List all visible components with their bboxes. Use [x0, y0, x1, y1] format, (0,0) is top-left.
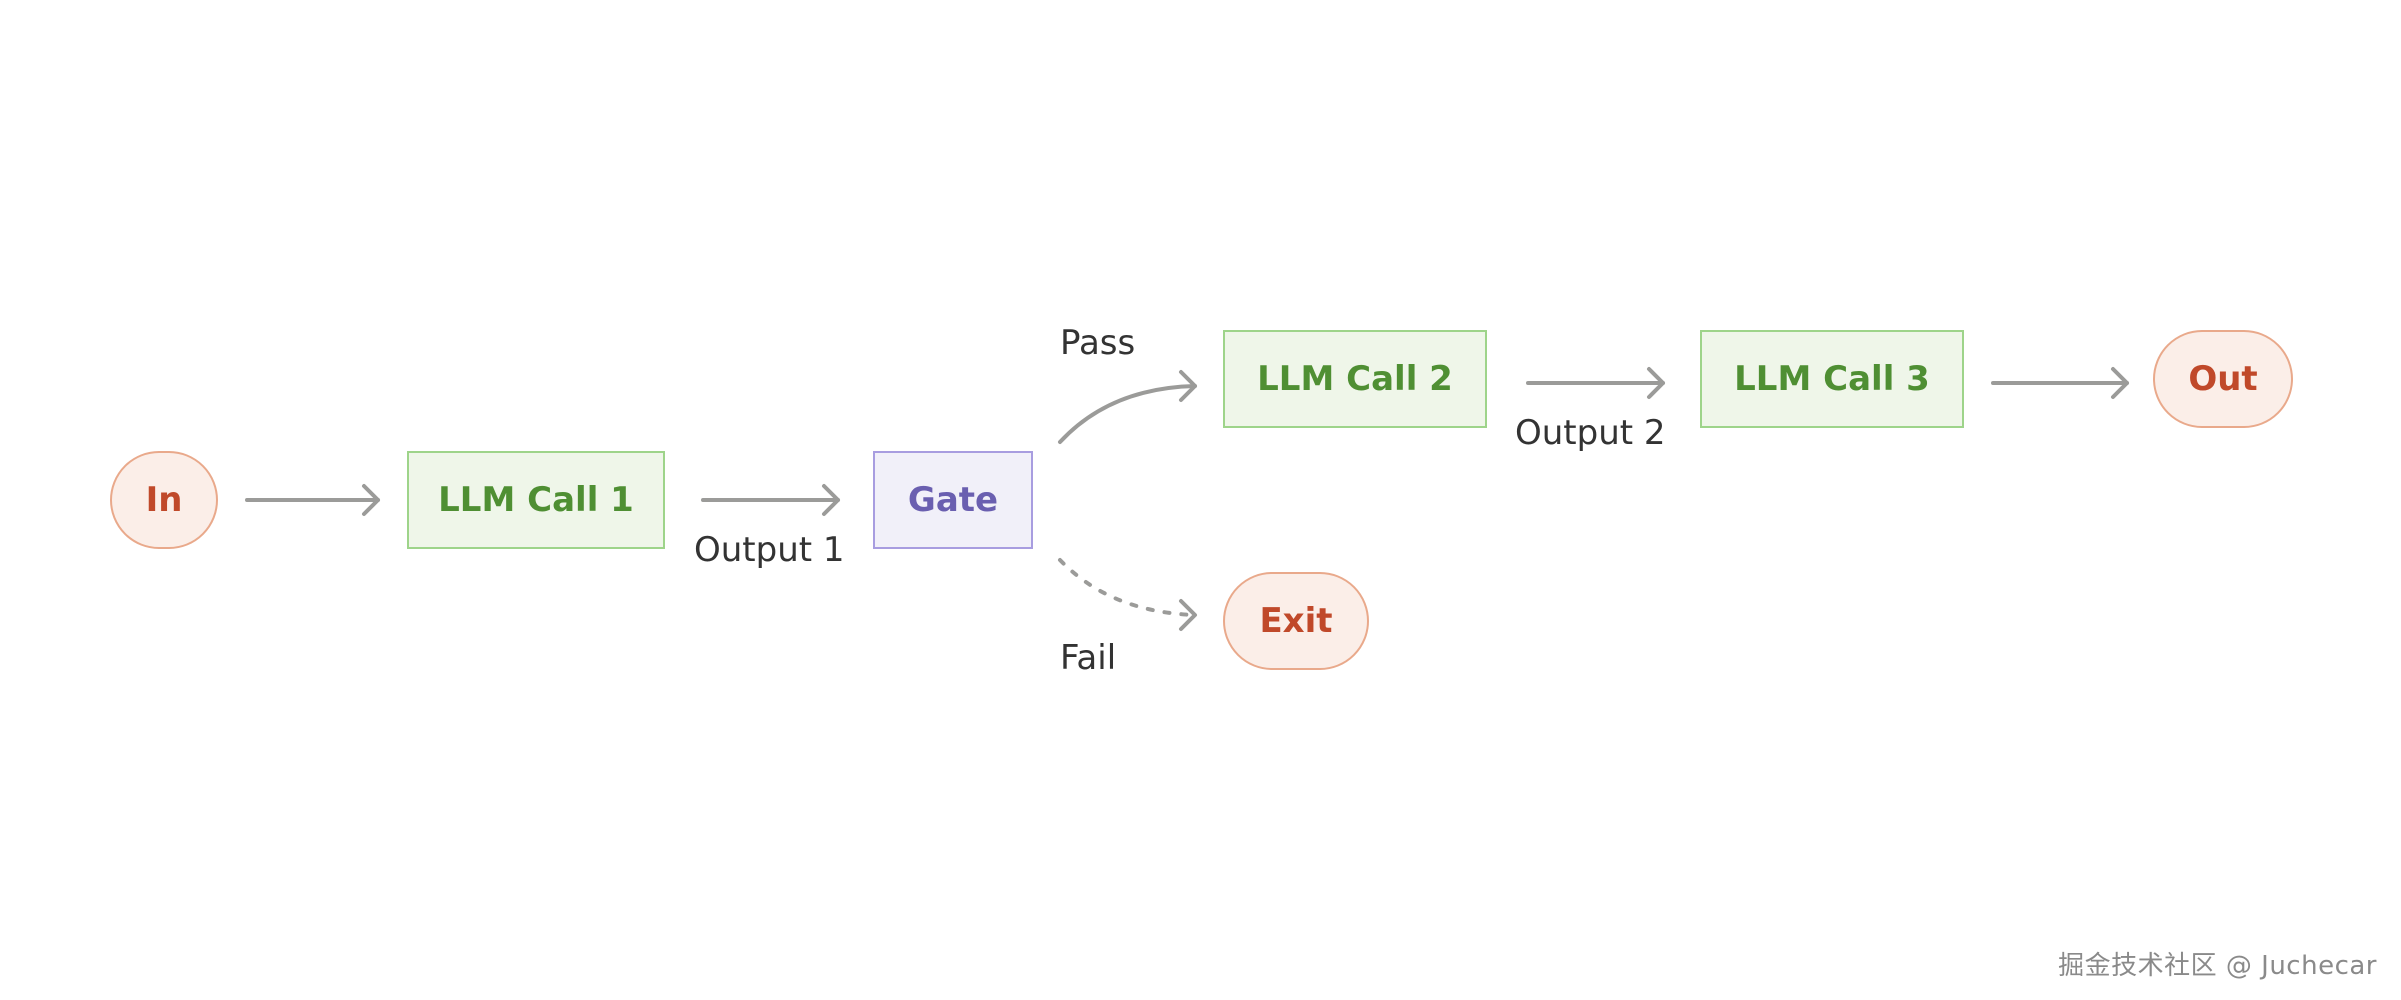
- node-llm-call-2-label: LLM Call 2: [1257, 359, 1453, 399]
- node-llm-call-3: LLM Call 3: [1700, 330, 1964, 428]
- node-llm-call-3-label: LLM Call 3: [1734, 359, 1930, 399]
- node-llm-call-1-label: LLM Call 1: [438, 480, 634, 520]
- node-gate-label: Gate: [908, 480, 998, 520]
- edge-label-output-1: Output 1: [694, 530, 845, 570]
- node-exit-label: Exit: [1259, 601, 1332, 641]
- edge-gate-to-llm-call-2-pass: [1058, 370, 1197, 444]
- node-llm-call-1: LLM Call 1: [407, 451, 665, 549]
- node-out-label: Out: [2188, 359, 2257, 399]
- node-out: Out: [2153, 330, 2293, 428]
- node-llm-call-2: LLM Call 2: [1223, 330, 1487, 428]
- edge-label-fail: Fail: [1060, 638, 1116, 678]
- edge-in-to-llm-call-1: [245, 484, 380, 516]
- edge-llm-call-3-to-out: [1991, 367, 2129, 399]
- node-gate: Gate: [873, 451, 1033, 549]
- node-in-label: In: [146, 480, 183, 520]
- edge-llm-call-2-to-llm-call-3: [1526, 367, 1665, 399]
- edge-label-pass: Pass: [1060, 323, 1135, 363]
- node-in: In: [110, 451, 218, 549]
- edge-llm-call-1-to-gate: [701, 484, 840, 516]
- edge-gate-to-exit-fail: [1058, 558, 1197, 631]
- node-exit: Exit: [1223, 572, 1369, 670]
- watermark: 掘金技术社区 @ Juchecar: [2058, 951, 2377, 981]
- edge-label-output-2: Output 2: [1515, 413, 1666, 453]
